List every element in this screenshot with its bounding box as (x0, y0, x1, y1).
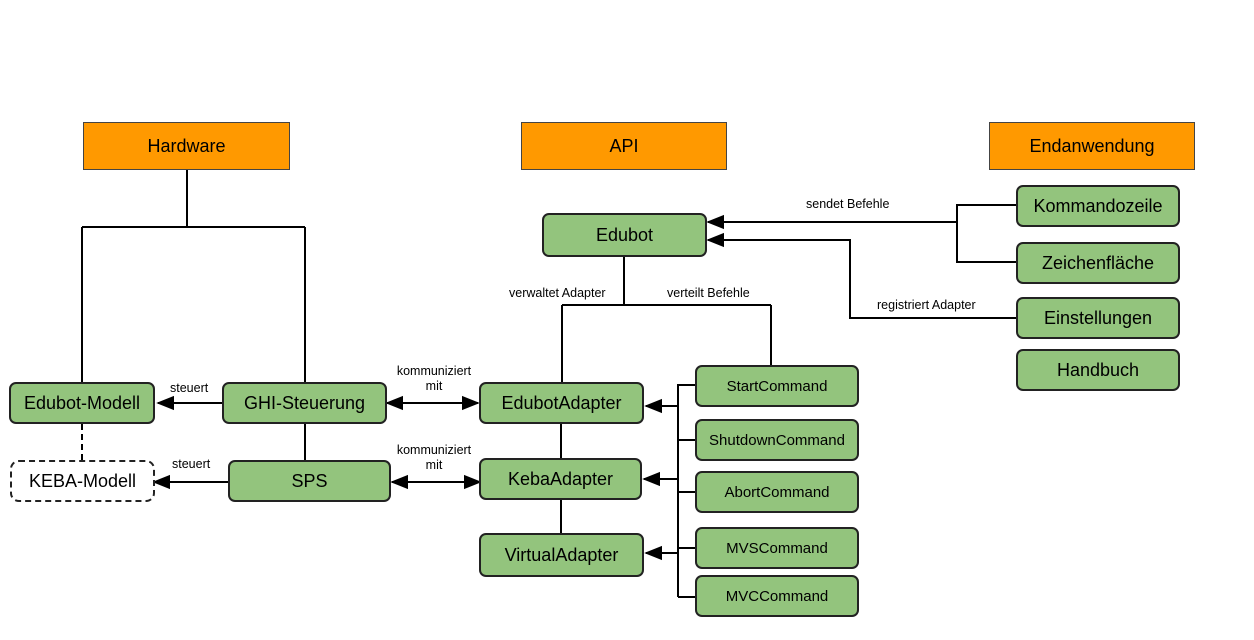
keba-adapter-node: KebaAdapter (479, 458, 642, 500)
verwaltet-adapter-label: verwaltet Adapter (509, 286, 606, 300)
hardware-header: Hardware (83, 122, 290, 170)
mit-text-1: mit (425, 379, 443, 393)
edubot-adapter-node: EdubotAdapter (479, 382, 644, 424)
steuert-label-2: steuert (172, 457, 211, 471)
sendet-befehle-bracket (956, 204, 1016, 263)
command-bus-line (677, 384, 695, 598)
abort-command-node: AbortCommand (695, 471, 859, 513)
sendet-befehle-label: sendet Befehle (806, 197, 890, 211)
verteilt-befehle-label: verteilt Befehle (667, 286, 750, 300)
api-header: API (521, 122, 727, 170)
edubot-node: Edubot (542, 213, 707, 257)
registriert-adapter-label: registriert Adapter (877, 298, 976, 312)
handbuch-node: Handbuch (1016, 349, 1180, 391)
edubot-tree-line (561, 257, 772, 382)
mvc-command-node: MVCCommand (695, 575, 859, 617)
steuert-label-1: steuert (170, 381, 209, 395)
kommuniziert-text-2: kommuniziert (396, 443, 472, 457)
endanwendung-header: Endanwendung (989, 122, 1195, 170)
hardware-tree-line (81, 170, 306, 382)
sps-node: SPS (228, 460, 391, 502)
ghi-steuerung-node: GHI-Steuerung (222, 382, 387, 424)
edubot-modell-node: Edubot-Modell (9, 382, 155, 424)
shutdown-command-node: ShutdownCommand (695, 419, 859, 461)
mvs-command-node: MVSCommand (695, 527, 859, 569)
einstellungen-node: Einstellungen (1016, 297, 1180, 339)
start-command-node: StartCommand (695, 365, 859, 407)
virtual-adapter-node: VirtualAdapter (479, 533, 644, 577)
keba-modell-node: KEBA-Modell (10, 460, 155, 502)
kommandozeile-node: Kommandozeile (1016, 185, 1180, 227)
kommuniziert-label-1: kommuniziert mit (392, 364, 476, 394)
zeichenflaeche-node: Zeichenfläche (1016, 242, 1180, 284)
kommuniziert-text-1: kommuniziert (396, 364, 472, 378)
kommuniziert-label-2: kommuniziert mit (392, 443, 476, 473)
registriert-adapter-arrow (706, 232, 1016, 319)
mit-text-2: mit (425, 458, 443, 472)
